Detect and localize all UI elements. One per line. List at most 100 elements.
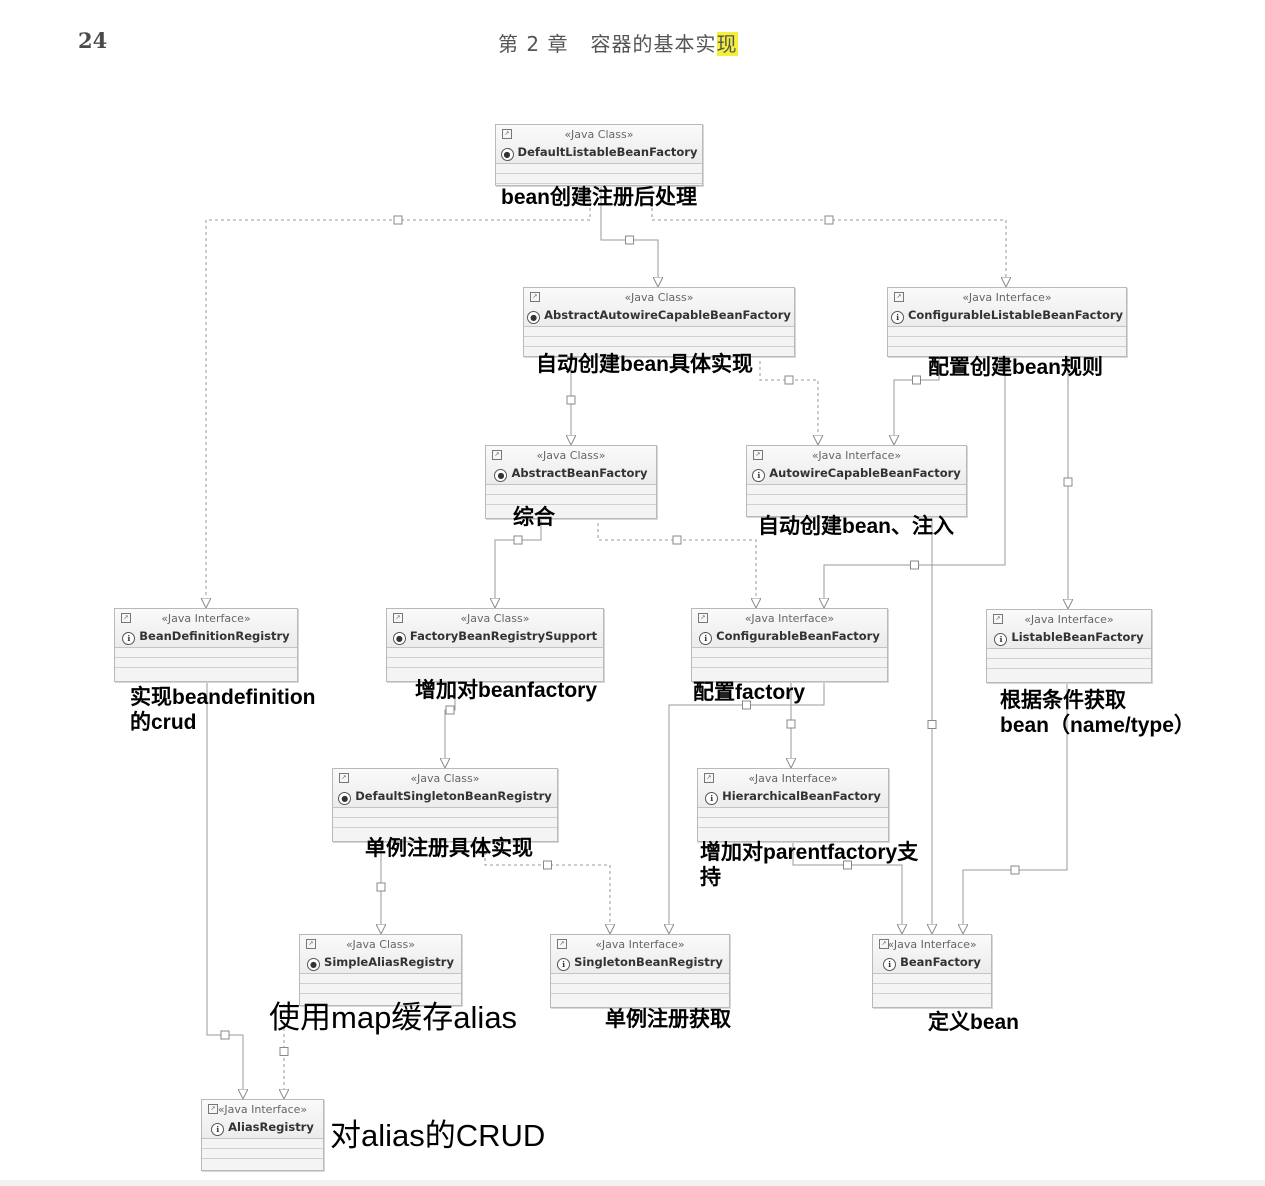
class-name: DefaultSingletonBeanRegistry (355, 789, 552, 803)
class-name: DefaultListableBeanFactory (517, 145, 698, 159)
stereotype-label: «Java Interface» (962, 291, 1052, 304)
class-name: ConfigurableListableBeanFactory (907, 308, 1124, 322)
annotation-bdr: 实现beandefinition 的crud (130, 686, 316, 734)
relation-pin-icon (1010, 865, 1020, 875)
operations-compartment (387, 658, 603, 668)
class-box-abf[interactable]: ↗«Java Class»●AbstractBeanFactory (485, 445, 657, 519)
stereotype-label: «Java Interface» (1024, 613, 1114, 626)
class-box-header: ↗«Java Class»●AbstractAutowireCapableBea… (524, 288, 794, 327)
class-name-line: ●AbstractBeanFactory (486, 466, 656, 482)
annotation-bf: 定义bean (928, 1011, 1020, 1034)
pin-icon: ↗ (704, 773, 714, 783)
class-name: SingletonBeanRegistry (574, 955, 723, 969)
class-box-sar[interactable]: ↗«Java Class»●SimpleAliasRegistry (299, 934, 462, 1006)
class-icon: ● (527, 311, 541, 324)
attributes-compartment (987, 649, 1151, 659)
relation-dlbf-to-clbf (651, 184, 1006, 287)
pin-icon: ↗ (121, 613, 131, 623)
annotation-dsbr: 单例注册具体实现 (365, 837, 533, 860)
class-name: AbstractBeanFactory (511, 466, 648, 480)
class-name: AbstractAutowireCapableBeanFactory (544, 308, 791, 322)
interface-icon: ℹ (122, 632, 136, 645)
pin-icon: ↗ (306, 939, 316, 949)
relation-pin-icon (672, 535, 682, 545)
annotation-cbf: 配置factory (693, 681, 806, 704)
pin-icon: ↗ (530, 292, 540, 302)
operations-compartment (692, 658, 887, 668)
annotation-hbf: 增加对parentfactory支 持 (700, 841, 919, 889)
class-icon: ● (392, 632, 406, 645)
operations-compartment (698, 818, 888, 828)
operations-compartment (333, 818, 557, 828)
interface-icon: ℹ (699, 632, 713, 645)
relation-pin-icon (543, 860, 552, 870)
interface-icon: ℹ (890, 311, 904, 324)
relation-pin-icon (912, 375, 921, 385)
relation-pin-icon (742, 700, 751, 710)
annotation-dlbf: bean创建注册后处理 (501, 186, 698, 209)
relation-pin-icon (376, 882, 386, 892)
attributes-compartment (873, 974, 991, 984)
class-icon: ● (307, 958, 321, 971)
class-box-aacbf[interactable]: ↗«Java Class»●AbstractAutowireCapableBea… (523, 287, 795, 357)
class-name: HierarchicalBeanFactory (722, 789, 881, 803)
pin-icon: ↗ (208, 1104, 218, 1114)
chapter-title-highlight: 现 (716, 32, 738, 56)
stereotype-label: «Java Class» (536, 449, 606, 462)
relation-pin-icon (445, 705, 455, 715)
operations-compartment (524, 337, 794, 347)
operations-compartment (888, 337, 1126, 347)
interface-icon: ℹ (211, 1123, 225, 1136)
interface-icon: ℹ (994, 633, 1008, 646)
pin-icon: ↗ (894, 292, 904, 302)
class-box-dsbr[interactable]: ↗«Java Class»●DefaultSingletonBeanRegist… (332, 768, 558, 842)
class-box-header: ↗«Java Class»●FactoryBeanRegistrySupport (387, 609, 603, 648)
pin-icon: ↗ (502, 129, 512, 139)
chapter-title: 第 2 章 容器的基本实 (498, 32, 717, 56)
operations-compartment (486, 495, 656, 505)
class-name: AutowireCapableBeanFactory (769, 466, 961, 480)
attributes-compartment (387, 648, 603, 658)
class-name: AliasRegistry (228, 1120, 314, 1134)
relation-abf-to-cbf (597, 517, 756, 608)
pin-icon: ↗ (993, 614, 1003, 624)
class-box-dlbf[interactable]: ↗«Java Class»●DefaultListableBeanFactory (495, 124, 703, 186)
class-name-line: ●AbstractAutowireCapableBeanFactory (524, 308, 794, 324)
stereotype-label: «Java Interface» (748, 772, 838, 785)
relation-pin-icon (824, 215, 834, 225)
attributes-compartment (698, 808, 888, 818)
attributes-compartment (115, 648, 297, 658)
class-box-header: ↗«Java Class»●AbstractBeanFactory (486, 446, 656, 485)
annotation-sar: 使用map缓存alias (269, 1000, 518, 1035)
page-number: 24 (78, 28, 108, 53)
class-box-fbrs[interactable]: ↗«Java Class»●FactoryBeanRegistrySupport (386, 608, 604, 682)
stereotype-label: «Java Class» (346, 938, 415, 951)
class-name: BeanDefinitionRegistry (139, 629, 290, 643)
stereotype-label: «Java Interface» (595, 938, 685, 951)
class-box-header: ↗«Java Class»●DefaultListableBeanFactory (496, 125, 702, 164)
